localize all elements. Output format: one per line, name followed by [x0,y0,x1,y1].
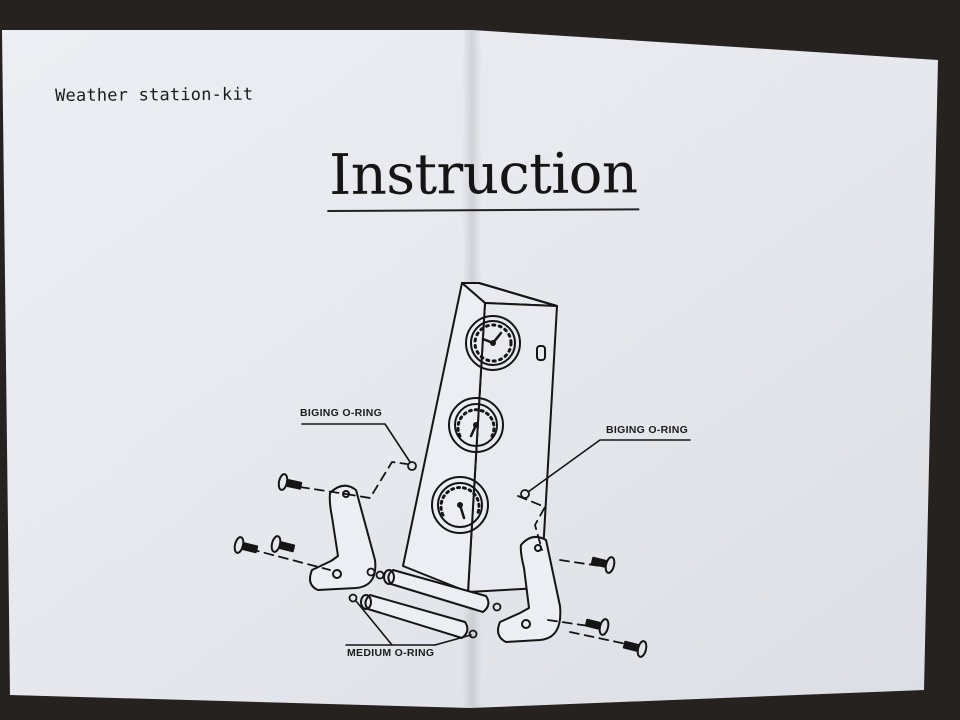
assembly-guide-lines [249,461,637,647]
callout-biging-o-ring-right: BIGING O-RING [606,424,689,436]
callout-medium-o-ring: MEDIUM O-RING [347,647,435,659]
right-bracket [497,535,562,643]
callout-biging-o-ring-left: BIGING O-RING [300,407,383,419]
left-bracket [309,484,377,591]
weather-station-illustration [233,282,691,658]
kit-title: Weather station-kit [55,84,254,106]
callout-leaders [301,423,691,646]
hygrometer-dial-icon [448,397,504,453]
screw-icons [233,473,648,658]
thermometer-dial-icon [431,476,489,534]
upper-rod [383,569,490,613]
clock-dial-icon [465,315,521,371]
page-title: Instruction [327,141,640,212]
